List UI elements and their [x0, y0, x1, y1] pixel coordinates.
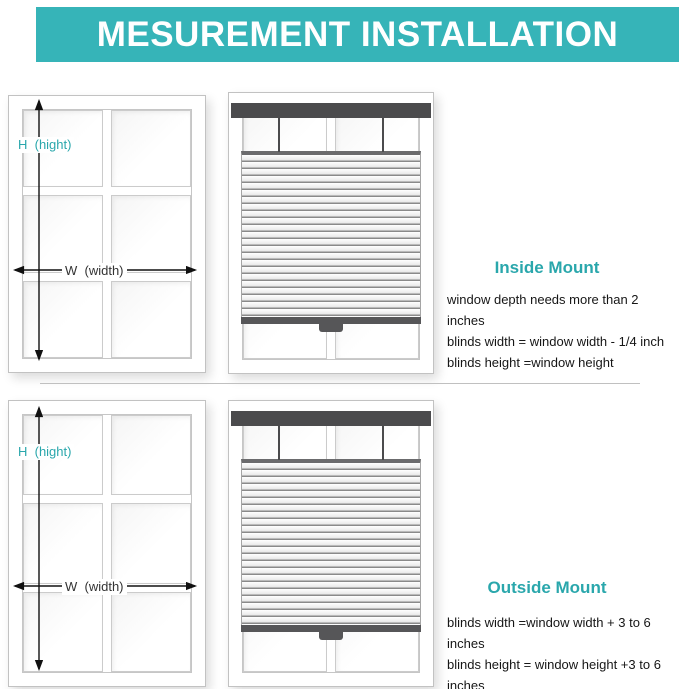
section-divider: [40, 383, 640, 384]
blind-bottomrail: [241, 625, 421, 632]
header-banner: MESUREMENT INSTALLATION: [36, 7, 679, 62]
window-pane: [111, 415, 191, 496]
page-title: MESUREMENT INSTALLATION: [96, 14, 619, 54]
pleated-blind: [241, 459, 421, 628]
window-pane: [23, 503, 103, 584]
window-pane: [111, 503, 191, 584]
window-pane: [111, 110, 191, 188]
window-pane: [23, 280, 103, 358]
window-pane: [111, 591, 191, 672]
blind-bottomrail: [241, 317, 421, 324]
height-dimension-label-1: H (hight): [15, 137, 75, 153]
window-pane: [23, 591, 103, 672]
width-dimension-label-2: W (width): [62, 579, 127, 595]
blind-string-right: [382, 426, 384, 460]
blind-headrail: [231, 103, 431, 118]
window-with-blind-2: [228, 400, 434, 687]
note-line: blinds width =window width + 3 to 6 inch…: [447, 615, 651, 651]
window-with-blind-1: [228, 92, 434, 374]
note-line: blinds width = window width - 1/4 inch: [447, 334, 665, 349]
height-dimension-label-2: H (hight): [15, 444, 75, 460]
mount-title-inside: Inside Mount: [494, 258, 600, 277]
pleated-blind: [241, 151, 421, 320]
blind-string-left: [277, 118, 280, 152]
blind-pull-tab: [319, 632, 343, 640]
blind-headrail: [231, 411, 431, 426]
blind-string-right: [382, 118, 384, 152]
mount-title-outside: Outside Mount: [487, 578, 607, 597]
note-line: window depth needs more than 2 inches: [447, 292, 639, 328]
mount-notes-inside: window depth needs more than 2 inches bl…: [447, 289, 672, 373]
window-pane: [111, 280, 191, 358]
note-line: blinds height = window height +3 to 6 in…: [447, 657, 661, 689]
window-pane: [23, 195, 103, 273]
blind-string-left: [277, 426, 280, 460]
blind-pull-tab: [319, 324, 343, 332]
mount-notes-outside: blinds width =window width + 3 to 6 inch…: [447, 612, 672, 689]
width-dimension-label-1: W (width): [62, 263, 127, 279]
note-line: blinds height =window height: [447, 355, 614, 370]
window-pane: [111, 195, 191, 273]
